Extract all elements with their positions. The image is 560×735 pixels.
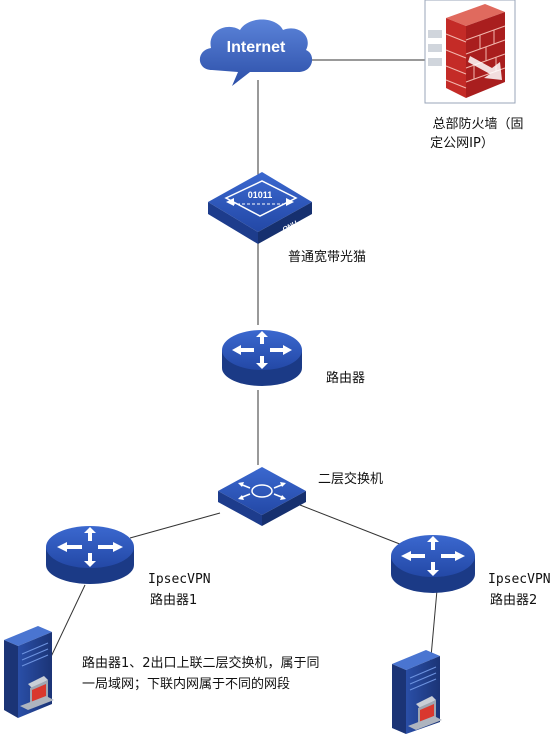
onu-screen-text: 01011 bbox=[248, 190, 273, 200]
firewall-label-line2: 定公网IP） bbox=[430, 136, 494, 151]
onu-label: 普通宽带光猫 bbox=[288, 249, 366, 265]
vpn-router2-label-line2: 路由器2 bbox=[490, 592, 537, 608]
link-switch-router2 bbox=[299, 504, 411, 549]
main-router-icon bbox=[222, 330, 302, 386]
switch-label: 二层交换机 bbox=[318, 471, 383, 487]
link-switch-router1 bbox=[129, 512, 221, 539]
internet-cloud-icon: Internet bbox=[199, 19, 313, 86]
network-note-line1: 路由器1、2出口上联二层交换机，属于同 bbox=[82, 655, 320, 671]
vpn-router2-icon bbox=[391, 535, 475, 593]
pc1-icon bbox=[4, 626, 54, 718]
connection-lines bbox=[39, 59, 438, 681]
firewall-icon bbox=[424, 0, 516, 104]
vpn-router1-label-line1: IpsecVPN bbox=[148, 572, 211, 587]
vpn-router2-label-line1: IpsecVPN bbox=[488, 572, 551, 587]
internet-label: Internet bbox=[227, 39, 286, 56]
main-router-label: 路由器 bbox=[326, 370, 365, 386]
vpn-router1-icon bbox=[46, 526, 134, 584]
network-note-line2: 一局域网；下联内网属于不同的网段 bbox=[82, 676, 290, 692]
vpn-router1-label-line2: 路由器1 bbox=[150, 592, 197, 608]
onu-modem-icon: 01011 ONU bbox=[208, 172, 312, 244]
pc2-icon bbox=[392, 650, 442, 734]
firewall-label-line1: 总部防火墙（固 bbox=[432, 116, 523, 132]
switch-icon bbox=[218, 467, 306, 526]
